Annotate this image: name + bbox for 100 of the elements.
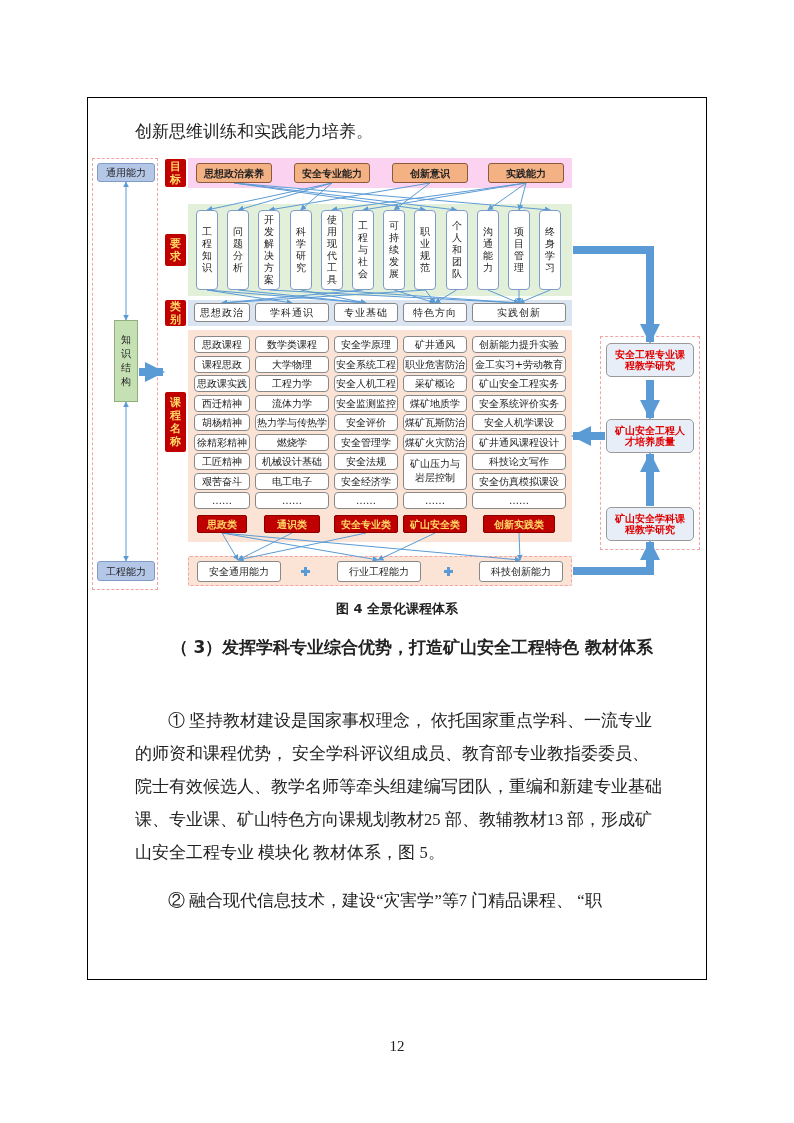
requirement-box: 问题分析: [227, 210, 250, 290]
requirement-box: 可持续发展: [383, 210, 406, 290]
course-box: 流体力学: [255, 394, 329, 412]
course-box: 安全人机工程: [334, 375, 398, 392]
goal-box: 思想政治素养: [196, 163, 272, 183]
course-box: ……: [403, 492, 467, 509]
research-box: 矿山安全工程人才培养质量: [606, 419, 694, 453]
course-box: 安全评价: [334, 414, 398, 431]
course-box: 安全法规: [334, 453, 398, 470]
course-box: ……: [334, 492, 398, 509]
body-text: 创新思维训练和实践能力培养。: [135, 121, 374, 143]
block-arrow: [571, 426, 605, 446]
course-box: 煤矿地质学: [403, 394, 467, 412]
course-box: 金工实习+劳动教育: [472, 355, 566, 373]
requirement-box: 使用现代工具: [320, 210, 343, 290]
course-box: 机械设计基础: [255, 453, 329, 470]
category-tag: 通识类: [264, 515, 320, 533]
course-box: 西迁精神: [194, 394, 250, 412]
requirement-box: 职业规范: [414, 210, 437, 290]
course-box: 安全人机学课设: [472, 414, 566, 431]
arrow: [393, 182, 431, 211]
category-box: 学科通识: [255, 303, 329, 322]
category-box: 专业基础: [334, 303, 398, 322]
ability-box: 通用能力: [97, 163, 155, 182]
block-arrow: [573, 246, 660, 344]
course-box: 燃烧学: [255, 433, 329, 451]
course-box: 安全监测监控: [334, 394, 398, 412]
section-panel: [164, 158, 572, 188]
requirement-box: 开发解决方案: [258, 210, 281, 290]
course-box: 安全仿真模拟课设: [472, 472, 566, 490]
section-panel: [164, 330, 572, 542]
course-box: 安全系统评价实务: [472, 394, 566, 412]
course-box: ……: [472, 492, 566, 509]
arrow: [300, 182, 333, 211]
body-text: ② 融合现代信息技术，建设“灾害学”等7 门精品课程、 “职: [167, 890, 603, 912]
arrow: [221, 532, 239, 561]
course-box: 创新能力提升实验: [472, 336, 566, 353]
course-box: ……: [255, 492, 329, 509]
research-box: 安全工程专业课程教学研究: [606, 343, 694, 377]
section-tag: 目标: [165, 159, 186, 187]
arrow: [424, 289, 436, 304]
course-box: 数学类课程: [255, 336, 329, 353]
course-box: 矿井通风课程设计: [472, 433, 566, 451]
block-arrow: [573, 540, 660, 575]
goal-box: 创新意识: [392, 163, 468, 183]
course-box: 工匠精神: [194, 453, 250, 470]
requirement-box: 沟通能力: [476, 210, 499, 290]
arrow: [487, 289, 520, 304]
course-box: 胡杨精神: [194, 414, 250, 431]
category-tag: 思政类: [197, 515, 247, 533]
requirement-box: 个人和团队: [445, 210, 468, 290]
ability-box: 科技创新能力: [479, 561, 563, 582]
arrow: [516, 289, 522, 304]
figure-caption: 图 4 全景化课程体系: [334, 600, 460, 618]
section-panel: [164, 300, 572, 326]
ability-box: 行业工程能力: [337, 561, 421, 582]
requirement-box: 工程知识: [196, 210, 218, 290]
course-box: 安全管理学: [334, 433, 398, 451]
arrow: [237, 182, 333, 212]
category-box: 思想政治: [194, 303, 250, 322]
course-box: 安全学原理: [334, 336, 398, 353]
arrow: [517, 182, 527, 211]
category-box: 实践创新: [472, 303, 566, 322]
course-box: 矿井通风: [403, 336, 467, 353]
course-box: 艰苦奋斗: [194, 472, 250, 490]
course-box: 工程力学: [255, 375, 329, 392]
course-box: 矿山安全工程实务: [472, 375, 566, 392]
course-box: 思政课程: [194, 336, 250, 353]
block-arrow: [640, 452, 660, 506]
course-box: 职业危害防治: [403, 355, 467, 373]
section-panel: [164, 204, 572, 296]
course-box: 课程思政: [194, 355, 250, 373]
section-heading: （ 3）发挥学科专业综合优势，打造矿山安全工程特色 教材体系: [169, 636, 655, 659]
section-tag: 课程名称: [165, 392, 186, 452]
course-box: 徐精彩精神: [194, 433, 250, 451]
ability-band: [188, 556, 572, 586]
requirement-box: 工程与社会: [352, 210, 374, 290]
page-number: 12: [388, 1038, 406, 1055]
arrow: [518, 289, 551, 304]
research-box: 矿山安全学科课程教学研究: [606, 507, 694, 541]
course-box: 煤矿瓦斯防治: [403, 414, 467, 431]
section-tag: 要求: [165, 234, 186, 266]
course-box: 安全系统工程: [334, 355, 398, 373]
category-box: 特色方向: [403, 303, 467, 322]
course-box: ……: [194, 492, 250, 509]
course-box: 电工电子: [255, 472, 329, 490]
arrow: [237, 532, 367, 562]
arrow: [268, 182, 431, 213]
course-box: 热力学与传热学: [255, 414, 329, 431]
requirement-box: 终身学习: [539, 210, 562, 290]
arrow: [393, 289, 436, 305]
requirement-box: 项目管理: [508, 210, 530, 290]
arrow: [233, 182, 551, 213]
ability-box: 工程能力: [97, 561, 155, 581]
goal-box: 实践能力: [488, 163, 564, 183]
ability-box: 知识结构: [114, 320, 138, 402]
ability-box: 安全通用能力: [197, 561, 281, 582]
arrow: [123, 401, 129, 562]
block-arrow: [139, 362, 165, 382]
goal-box: 安全专业能力: [294, 163, 370, 183]
